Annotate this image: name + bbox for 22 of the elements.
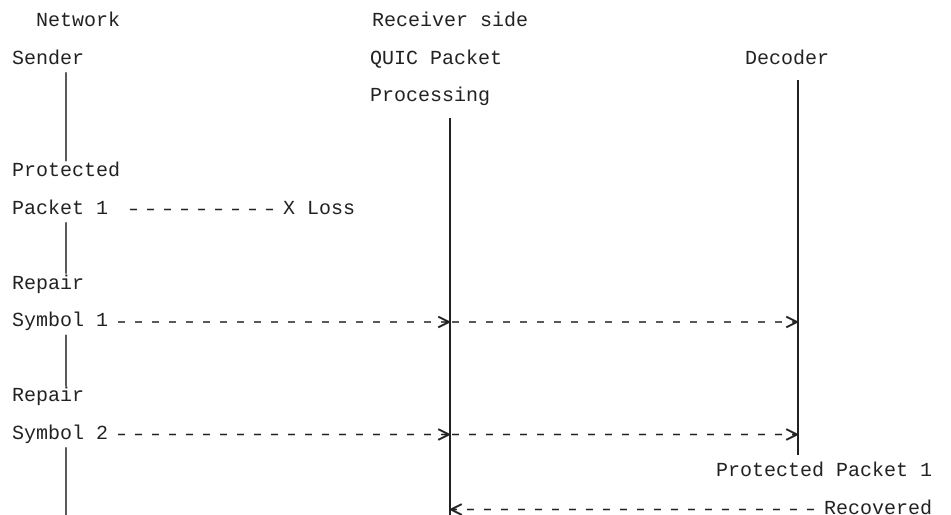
- participant-label: QUIC Packet Processing: [370, 40, 520, 116]
- lifeline: [65, 222, 67, 274]
- arrow: [450, 503, 814, 515]
- message-label: Repair Symbol 2: [12, 378, 127, 454]
- arrow: [452, 428, 798, 441]
- arrow: [118, 428, 450, 441]
- message-label: Recovered: [822, 496, 932, 515]
- lifeline: [449, 118, 451, 515]
- participant-label: Decoder: [745, 40, 845, 78]
- participant-label: Sender: [12, 40, 102, 78]
- lifeline: [797, 80, 799, 455]
- header-label: Receiver side: [372, 9, 528, 36]
- lifeline: [65, 72, 67, 162]
- arrow: [452, 316, 798, 328]
- arrow: [118, 316, 450, 328]
- lifeline: [65, 334, 67, 386]
- message-label: Protected Packet 1: [714, 459, 932, 486]
- message-label: Repair Symbol 1: [12, 266, 127, 341]
- message-label: Protected Packet 1: [12, 153, 127, 228]
- header-label: Network: [36, 9, 120, 36]
- message-label: X Loss: [283, 190, 363, 228]
- lifeline: [65, 447, 67, 515]
